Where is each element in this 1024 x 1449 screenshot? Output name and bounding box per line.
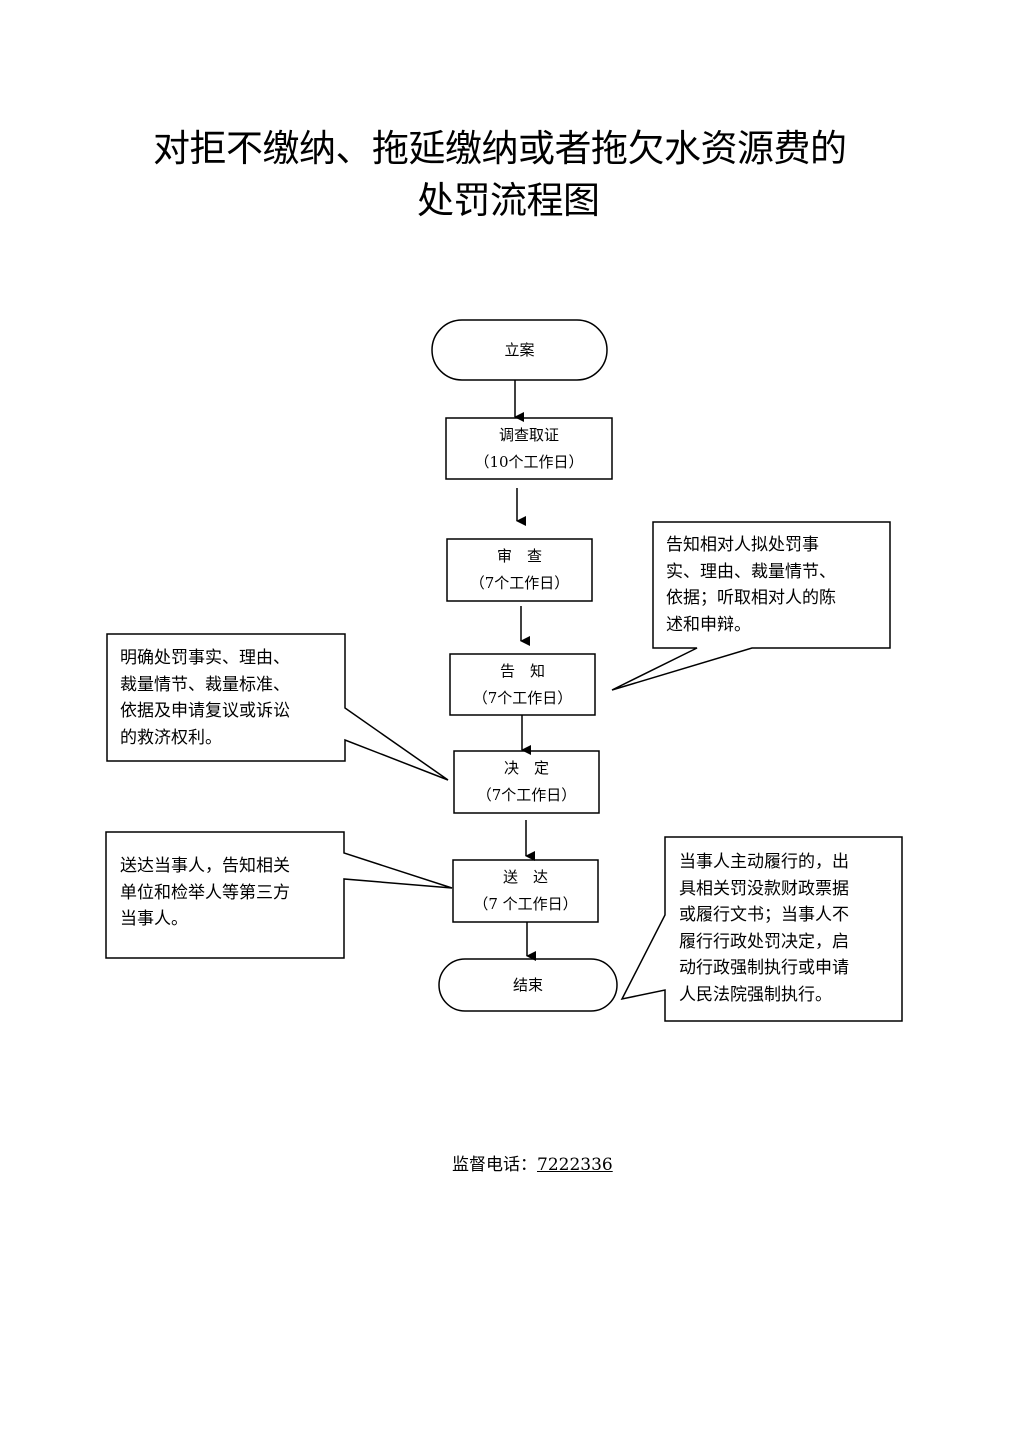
node-review-shape [446, 538, 593, 602]
node-investigate: 调查取证 （10个工作日） [446, 418, 612, 479]
node-deliver-label: 送 达 [502, 868, 548, 886]
node-deliver-shape [452, 859, 599, 923]
supervision-phone-number[interactable]: 7222336 [537, 1155, 613, 1175]
node-end-label: 结束 [512, 975, 543, 994]
node-decide-label: 决 定 [503, 759, 549, 777]
node-review-duration: （7个工作日） [469, 574, 570, 592]
callout-deliver-text: 送达当事人，告知相关 单位和检举人等第三方 当事人。 [120, 856, 290, 929]
node-start: 立案 [432, 320, 607, 380]
node-start-shape [431, 319, 608, 381]
node-end: 结束 [439, 959, 617, 1011]
callout-decide-text: 明确处罚事实、理由、 裁量情节、裁量标准、 依据及申请复议或诉讼 的救济权利。 [120, 648, 290, 748]
node-decide-shape [453, 750, 600, 814]
supervision-phone: 监督电话：7222336 [452, 1150, 613, 1175]
node-decide: 决 定 （7个工作日） [454, 751, 599, 813]
callout-end-text: 当事人主动履行的，出 具相关罚没款财政票据 或履行文书；当事人不 履行行政处罚决… [679, 852, 849, 1005]
callout-notify-shape [611, 521, 891, 691]
node-notify-duration: （7个工作日） [472, 688, 573, 707]
callout-deliver-shape [105, 831, 453, 959]
callout-decide-shape [106, 633, 449, 781]
node-investigate-label: 调查取证 [498, 425, 559, 444]
node-deliver: 送 达 （7 个工作日） [453, 860, 598, 922]
title-line-2: 处罚流程图 [417, 179, 600, 222]
node-investigate-shape [445, 417, 613, 480]
title-line-1: 对拒不缴纳、拖延缴纳或者拖欠水资源费的 [153, 127, 847, 170]
callout-end-shape [620, 836, 903, 1022]
callout-notify-text: 告知相对人拟处罚事 实、理由、裁量情节、 依据；听取相对人的陈 述和申辩。 [666, 535, 836, 635]
node-start-label: 立案 [504, 340, 535, 359]
node-decide-duration: （7个工作日） [476, 786, 577, 804]
supervision-phone-label: 监督电话： [452, 1155, 537, 1175]
node-investigate-duration: （10个工作日） [474, 452, 584, 471]
node-deliver-duration: （7 个工作日） [473, 895, 578, 913]
node-notify-label: 告 知 [499, 661, 545, 680]
node-review-label: 审 查 [496, 547, 542, 565]
node-notify: 告 知 （7个工作日） [450, 654, 595, 715]
node-review: 审 查 （7个工作日） [447, 539, 592, 601]
